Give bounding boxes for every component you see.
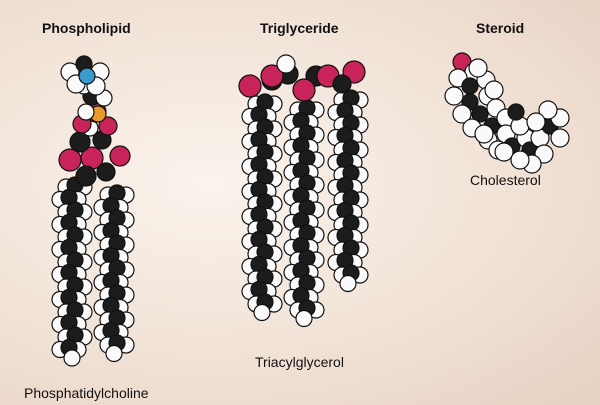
hydrogen-atom xyxy=(474,124,494,144)
carbon-atom xyxy=(471,105,489,123)
nitrogen-atom xyxy=(78,67,96,85)
phosphatidylcholine-label: Phosphatidylcholine xyxy=(24,385,149,401)
hydrogen-atom xyxy=(452,104,472,124)
hydrogen-atom xyxy=(105,344,123,363)
oxygen-atom xyxy=(292,78,316,102)
steroid-title: Steroid xyxy=(476,20,525,36)
hydrogen-atom xyxy=(484,80,504,100)
phospholipid-title: Phospholipid xyxy=(42,20,131,36)
hydrogen-atom xyxy=(276,54,296,74)
oxygen-atom xyxy=(260,64,284,88)
phospholipid-model xyxy=(51,55,135,367)
triglyceride-model xyxy=(238,54,369,328)
hydrogen-atom xyxy=(253,303,271,322)
triglyceride-title: Triglyceride xyxy=(260,20,339,36)
hydrogen-atom xyxy=(550,128,570,148)
carbon-atom xyxy=(461,77,479,95)
hydrogen-atom xyxy=(494,142,514,162)
oxygen-atom xyxy=(238,74,262,98)
cholesterol-model xyxy=(444,52,570,174)
carbon-atom xyxy=(332,74,352,94)
oxygen-atom xyxy=(109,145,131,167)
hydrogen-atom xyxy=(339,274,357,293)
hydrogen-atom xyxy=(538,100,558,120)
hydrogen-atom xyxy=(77,103,95,121)
hydrogen-atom xyxy=(295,309,313,328)
carbon-atom xyxy=(507,103,525,121)
triacylglycerol-label: Triacylglycerol xyxy=(255,354,344,370)
cholesterol-label: Cholesterol xyxy=(470,172,541,188)
hydrogen-atom xyxy=(468,58,488,78)
oxygen-atom xyxy=(98,116,118,136)
carbon-atom xyxy=(75,165,97,187)
hydrogen-atom xyxy=(510,150,530,170)
carbon-atom xyxy=(96,162,116,182)
hydrogen-atom xyxy=(444,86,464,106)
hydrogen-atom xyxy=(526,112,546,132)
hydrogen-atom xyxy=(63,349,81,367)
